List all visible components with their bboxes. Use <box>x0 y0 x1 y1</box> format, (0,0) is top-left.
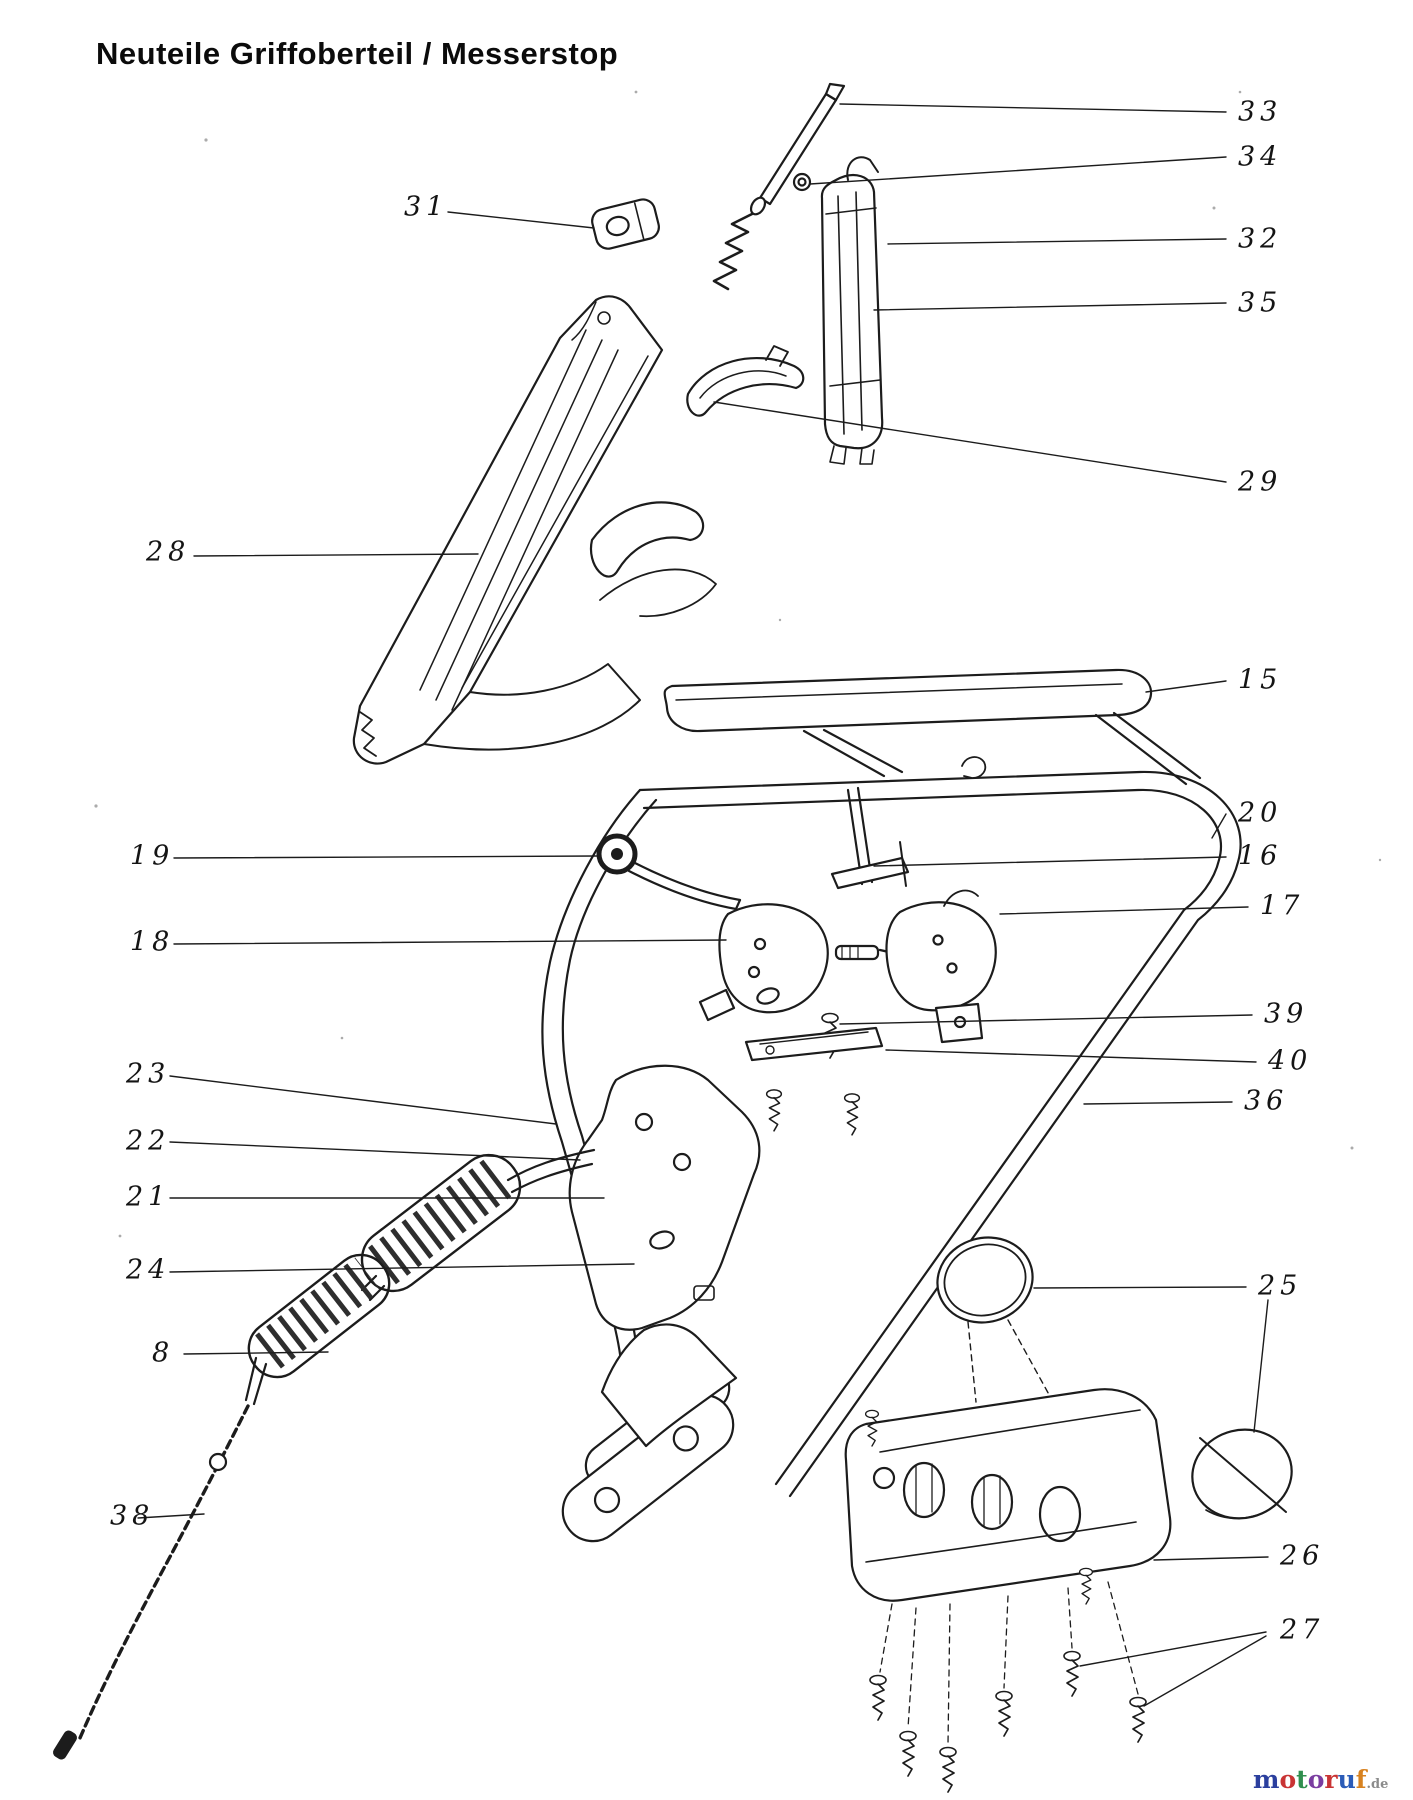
part-27-screws <box>868 1650 1148 1794</box>
leader-38 <box>137 1513 205 1519</box>
leader-36 <box>1083 1101 1233 1105</box>
leader-28 <box>193 553 479 557</box>
part-label-26: 26 <box>1280 1540 1325 1572</box>
leader-20 <box>1211 813 1227 839</box>
leader-26 <box>1153 1556 1269 1561</box>
leader-40 <box>885 1049 1257 1063</box>
leader-25b <box>1253 1299 1269 1433</box>
svg-text:motoruf.de: motoruf.de <box>1253 1765 1388 1794</box>
part-label-28: 28 <box>146 536 191 568</box>
part-cables <box>244 1148 596 1406</box>
logo-letter: t <box>1296 1765 1308 1794</box>
part-26-housing <box>844 1388 1172 1605</box>
part-label-29: 29 <box>1238 466 1283 498</box>
logo-letter: f <box>1356 1765 1369 1794</box>
leader-32 <box>887 238 1227 245</box>
part-32-35-bracket <box>820 156 884 465</box>
part-label-25: 25 <box>1258 1270 1303 1302</box>
part-31-clamp <box>591 198 660 250</box>
logo-letter: o <box>1279 1765 1296 1794</box>
part-label-19: 19 <box>130 840 175 872</box>
leader-16 <box>873 856 1227 867</box>
leader-24 <box>169 1263 635 1273</box>
part-label-36: 36 <box>1244 1085 1289 1117</box>
part-25-seal <box>936 1236 1053 1403</box>
logo-letter: o <box>1308 1765 1325 1794</box>
part-16-rod <box>830 786 910 890</box>
part-19-knob-lever <box>596 833 742 911</box>
part-15-handle-bar <box>663 668 1202 786</box>
part-28-console <box>352 295 664 765</box>
leader-22 <box>169 1141 581 1161</box>
part-label-18: 18 <box>130 926 175 958</box>
leader-25 <box>1033 1286 1247 1289</box>
leader-19 <box>173 855 598 859</box>
leader-35 <box>873 302 1227 311</box>
part-38-cable <box>53 1404 250 1760</box>
part-console-hook <box>589 501 717 618</box>
leader-34 <box>809 156 1227 185</box>
leader-31 <box>447 211 595 229</box>
part-label-21: 21 <box>126 1181 171 1213</box>
part-29-guide <box>686 345 805 417</box>
part-label-34: 34 <box>1238 141 1283 173</box>
logo-letter: r <box>1324 1765 1338 1794</box>
page-title: Neuteile Griffoberteil / Messerstop <box>96 36 619 71</box>
leader-33 <box>839 103 1227 113</box>
part-17-plate <box>885 889 997 1044</box>
part-label-40: 40 <box>1268 1045 1313 1077</box>
part-33-adjuster-rod <box>712 82 846 291</box>
leader-17 <box>999 906 1249 915</box>
leader-18 <box>173 939 727 945</box>
part-label-22: 22 <box>126 1125 171 1157</box>
part-mount-screws <box>765 1088 861 1136</box>
leader-29 <box>713 401 1227 483</box>
part-lower-plate <box>568 1064 761 1448</box>
part-24-grip <box>360 1153 522 1293</box>
leader-15 <box>1145 680 1227 693</box>
leader-39 <box>839 1014 1253 1025</box>
motoruf-logo: motoruf.de <box>1253 1765 1388 1794</box>
leader-lines <box>137 103 1269 1707</box>
part-label-35: 35 <box>1238 287 1283 319</box>
part-label-27: 27 <box>1280 1614 1325 1646</box>
part-label-17: 17 <box>1260 890 1305 922</box>
scan-noise <box>94 90 1382 1238</box>
part-label-39: 39 <box>1264 998 1309 1030</box>
part-34-nut <box>792 172 812 192</box>
leader-8 <box>183 1351 329 1355</box>
leader-27b <box>1143 1635 1267 1707</box>
part-label-32: 32 <box>1238 223 1283 255</box>
part-18-plate <box>698 903 829 1022</box>
part-label-31: 31 <box>404 191 449 223</box>
part-25-cap <box>1191 1428 1293 1520</box>
part-label-16: 16 <box>1238 840 1283 872</box>
part-label-23: 23 <box>126 1058 171 1090</box>
assembly-dashes <box>879 1581 1139 1745</box>
part-label-33: 33 <box>1238 96 1283 128</box>
part-40-bracket <box>744 1026 884 1062</box>
leader-23 <box>169 1075 557 1125</box>
logo-letter: u <box>1338 1765 1356 1794</box>
logo-suffix: .de <box>1367 1777 1389 1792</box>
part-8-grip <box>247 1253 391 1379</box>
part-label-8: 8 <box>152 1337 175 1369</box>
part-20-handle-loop <box>541 756 1242 1498</box>
part-label-20: 20 <box>1238 797 1283 829</box>
part-label-24: 24 <box>126 1254 171 1286</box>
logo-letter: m <box>1253 1765 1279 1794</box>
part-label-15: 15 <box>1238 664 1283 696</box>
leader-27a <box>1079 1631 1267 1667</box>
part-label-38: 38 <box>110 1500 155 1532</box>
